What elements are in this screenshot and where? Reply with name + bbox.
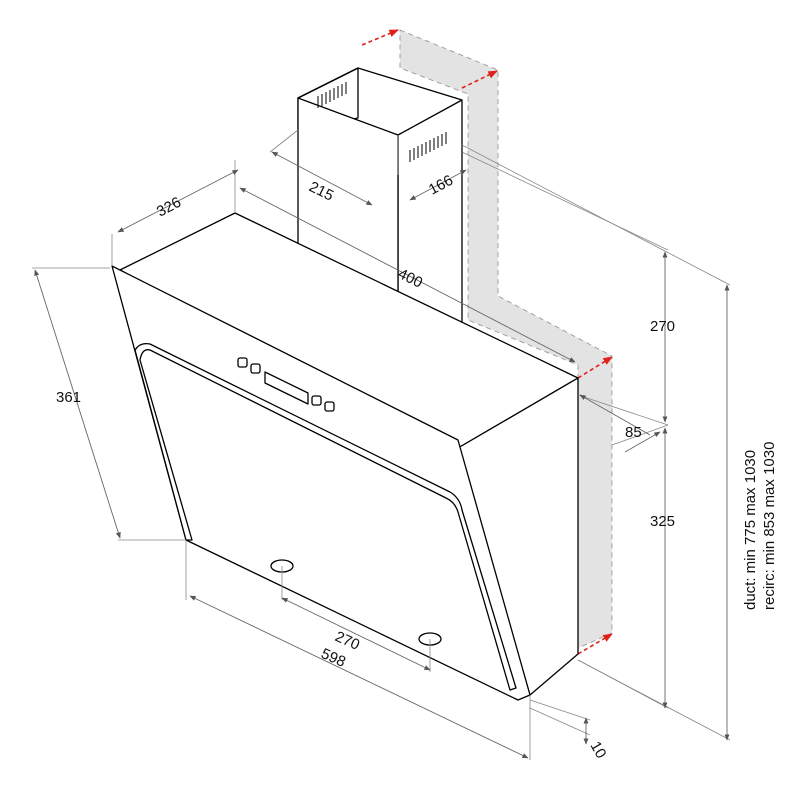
dim-85-line (579, 394, 651, 436)
dimension-lines (34, 151, 730, 759)
control-panel-frame (134, 342, 517, 691)
vent-grille-icon (409, 132, 447, 162)
button-icon (311, 395, 322, 406)
dim-325-label: 325 (650, 513, 675, 530)
dim-361-line (34, 269, 121, 539)
dim-duct-label: duct: min 775 max 1030 (742, 450, 759, 610)
vent-grille-icon (317, 82, 347, 108)
dim-400-line (239, 187, 576, 363)
button-icon (324, 401, 335, 412)
dim-361-label: 361 (56, 389, 81, 406)
hood-body (111, 212, 579, 701)
button-icon (250, 363, 261, 374)
display-icon (264, 371, 309, 405)
dim-598-label: 598 (318, 645, 348, 671)
dim-85-line-b (624, 431, 661, 453)
button-icon (237, 357, 248, 368)
dim-598-line (189, 595, 529, 759)
control-buttons (237, 357, 335, 412)
dim-recirc-label: recirc: min 853 max 1030 (761, 442, 778, 610)
dim-270-top-label: 270 (650, 318, 675, 335)
wall-ref-arrow (361, 29, 399, 46)
dim-326-label: 326 (154, 194, 184, 221)
dim-85-label: 85 (625, 424, 642, 441)
dim-326-line (117, 169, 239, 233)
dim-10-label: 10 (587, 739, 610, 762)
